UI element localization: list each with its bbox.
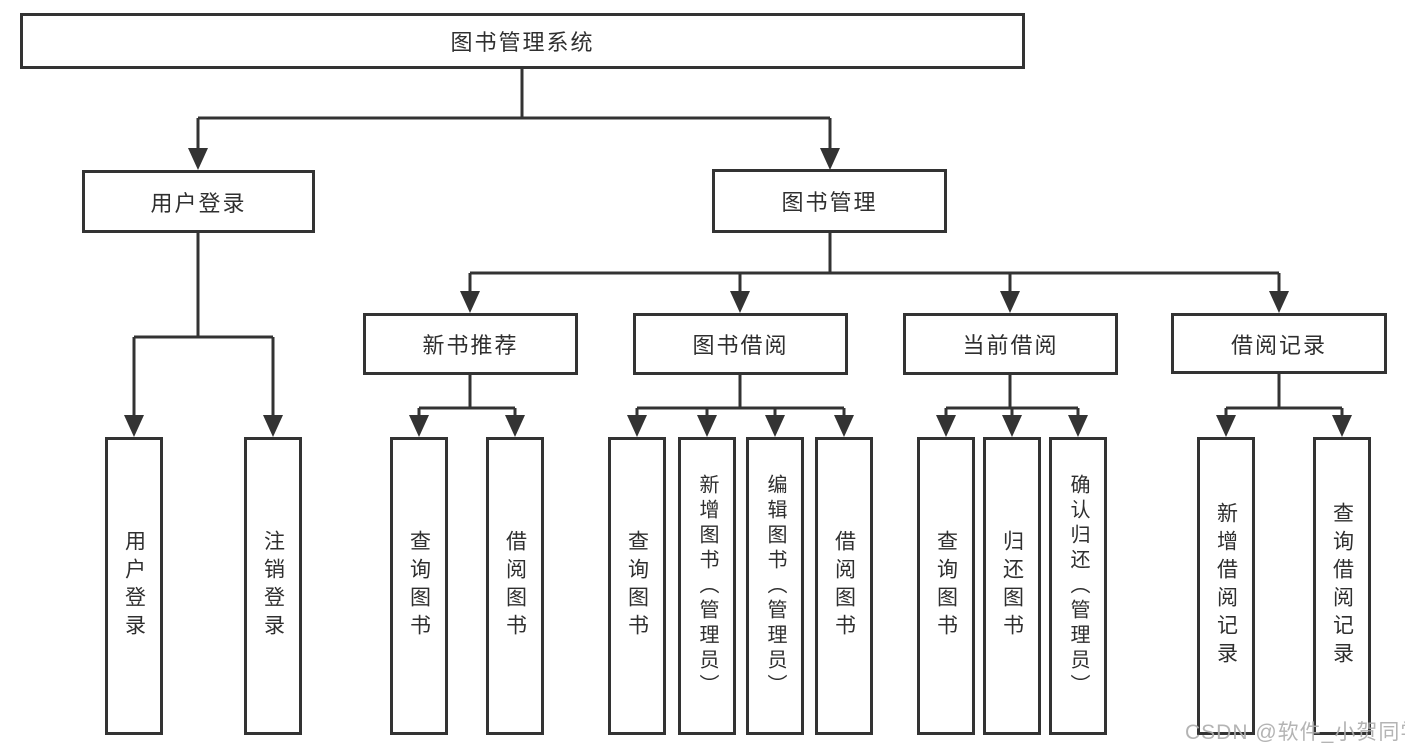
leaf-query-borrow-record: 查询借阅记录 — [1313, 437, 1371, 735]
leaf-add-book-admin: 新增图书（管理员） — [678, 437, 736, 735]
leaf-label: 确认归还（管理员） — [1067, 473, 1089, 699]
node-book-management: 图书管理 — [712, 169, 947, 233]
leaf-label: 查询图书 — [625, 530, 649, 642]
node-book-borrowing: 图书借阅 — [633, 313, 848, 375]
node-new-book-recommend: 新书推荐 — [363, 313, 578, 375]
node-user-login: 用户登录 — [82, 170, 315, 233]
node-borrowing-records: 借阅记录 — [1171, 313, 1387, 374]
leaf-label: 借阅图书 — [832, 530, 856, 642]
leaf-borrow-books: 借阅图书 — [815, 437, 873, 735]
leaf-query-books: 查询图书 — [390, 437, 448, 735]
leaf-label: 查询图书 — [407, 530, 431, 642]
leaf-label: 新增借阅记录 — [1214, 502, 1238, 670]
leaf-label: 新增图书（管理员） — [696, 473, 718, 699]
leaf-logout: 注销登录 — [244, 437, 302, 735]
leaf-user-login: 用户登录 — [105, 437, 163, 735]
leaf-label: 注销登录 — [261, 530, 285, 642]
leaf-label: 借阅图书 — [503, 530, 527, 642]
node-library-management-system: 图书管理系统 — [20, 13, 1025, 69]
leaf-borrow-books: 借阅图书 — [486, 437, 544, 735]
leaf-label: 归还图书 — [1000, 530, 1024, 642]
leaf-query-books: 查询图书 — [917, 437, 975, 735]
leaf-label: 查询借阅记录 — [1330, 502, 1354, 670]
leaf-query-books: 查询图书 — [608, 437, 666, 735]
leaf-label: 编辑图书（管理员） — [764, 473, 786, 699]
leaf-edit-book-admin: 编辑图书（管理员） — [746, 437, 804, 735]
leaf-confirm-return-admin: 确认归还（管理员） — [1049, 437, 1107, 735]
node-current-borrowing: 当前借阅 — [903, 313, 1118, 375]
leaf-label: 查询图书 — [934, 530, 958, 642]
leaf-label: 用户登录 — [122, 530, 146, 642]
leaf-add-borrow-record: 新增借阅记录 — [1197, 437, 1255, 735]
leaf-return-books: 归还图书 — [983, 437, 1041, 735]
csdn-watermark: CSDN @软件_小贺同学 — [1185, 721, 1405, 744]
